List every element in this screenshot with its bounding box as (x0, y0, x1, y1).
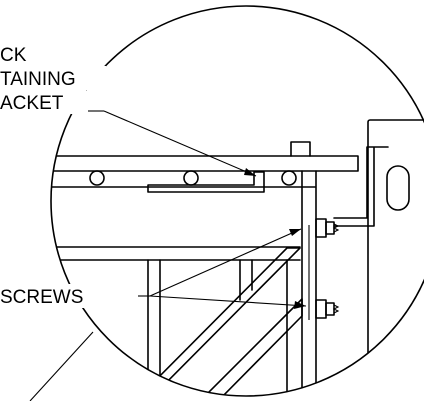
rack-frame (51, 246, 301, 396)
screws-leader (138, 228, 307, 309)
bracket-leader (88, 110, 257, 177)
bracket-label-line2: TAINING (0, 69, 76, 90)
screw-upper (315, 218, 340, 238)
detail-leader (29, 331, 94, 401)
retaining-bracket (147, 171, 265, 193)
slot-2 (386, 354, 410, 396)
detail-view (51, 119, 424, 396)
bracket-label-line1: CK (0, 45, 27, 66)
screw-lower (315, 299, 340, 319)
slot-1 (386, 165, 410, 211)
mounting-bracket (333, 146, 389, 227)
bracket-label-line3: ACKET (0, 93, 64, 114)
roller-1 (89, 170, 105, 186)
roller-2 (183, 170, 199, 186)
side-upright (367, 119, 424, 381)
screws-label: SCREWS (0, 287, 83, 308)
vertical-post (301, 170, 317, 396)
detail-circle (50, 5, 424, 397)
roller-3 (281, 170, 297, 186)
top-block (290, 141, 311, 157)
